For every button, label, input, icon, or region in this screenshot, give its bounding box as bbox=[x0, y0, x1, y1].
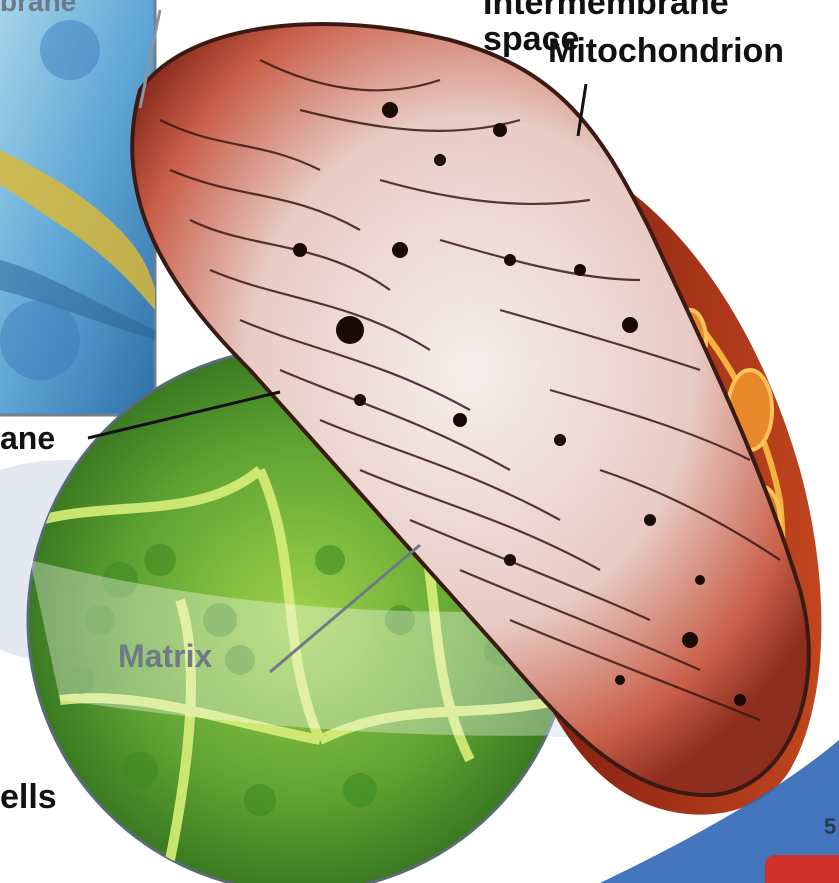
page-number: 5 bbox=[824, 816, 836, 838]
membrane-label-top: brane bbox=[0, 0, 76, 16]
page-tab bbox=[765, 855, 839, 883]
matrix-label: Matrix bbox=[118, 640, 212, 672]
micrograph-panel bbox=[0, 0, 155, 415]
intermembrane-label-line1: Intermembrane bbox=[483, 0, 729, 20]
cells-label: ells bbox=[0, 780, 57, 814]
membrane-label-left: ane bbox=[0, 422, 55, 454]
mitochondrion-label: Mitochondrion bbox=[548, 34, 784, 68]
